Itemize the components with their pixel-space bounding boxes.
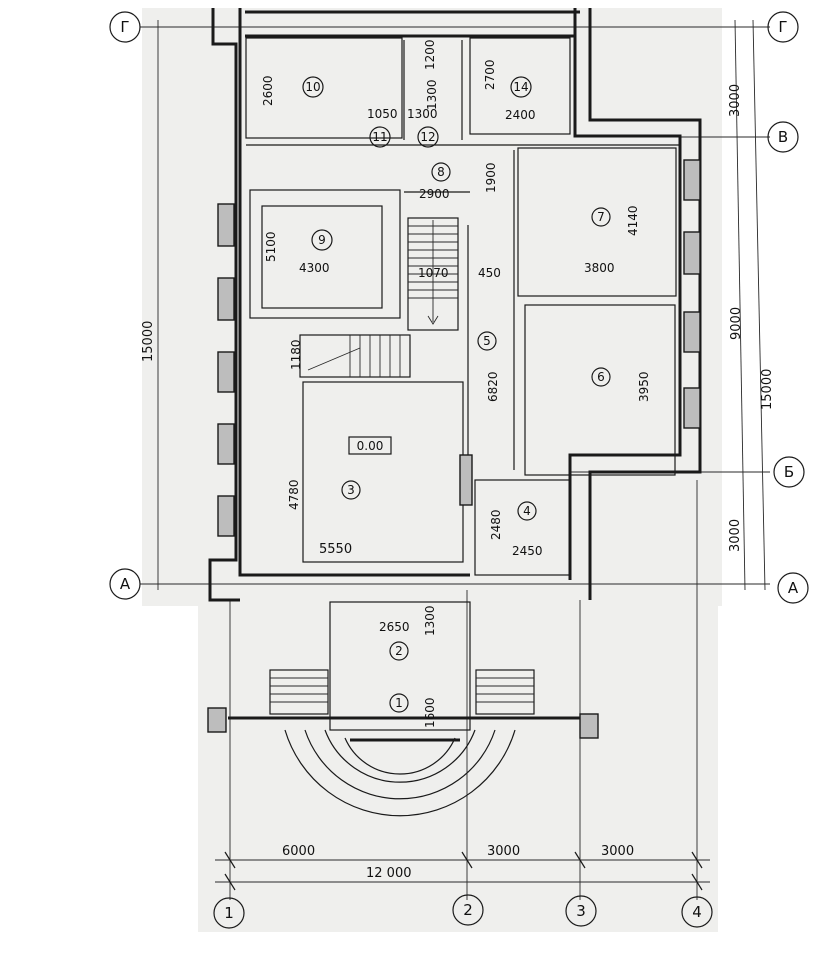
axis-label-a-left: А	[120, 575, 131, 593]
room-label-7: 7	[597, 210, 605, 224]
room-label-11: 11	[372, 130, 387, 144]
dim-room14-width: 2400	[505, 108, 536, 122]
entrance-stairs	[228, 601, 580, 742]
main-staircase	[299, 217, 459, 378]
paper-sheet-lower	[198, 598, 718, 932]
dim-room7-width: 3800	[584, 261, 615, 275]
dim-1600: 1600	[423, 697, 437, 728]
dim-right-3000-bottom: 3000	[728, 519, 743, 552]
dim-1300-b: 1300	[425, 79, 439, 110]
dim-room9-width: 4300	[299, 261, 330, 275]
dim-room14-depth: 2700	[483, 59, 497, 90]
dim-2650: 2650	[379, 620, 410, 634]
axis-label-v: В	[778, 128, 788, 146]
dim-room3-width: 5550	[319, 542, 352, 557]
dim-bottom-3000-b: 3000	[601, 844, 634, 859]
room-label-1: 1	[395, 696, 403, 710]
dim-room8-depth: 1900	[484, 162, 498, 193]
axis-label-1: 1	[224, 904, 234, 922]
axis-label-4: 4	[692, 903, 702, 921]
dim-room5-length: 6820	[486, 371, 500, 402]
dim-room10-depth: 2600	[261, 75, 275, 106]
dim-right-total: 15000	[760, 369, 775, 410]
dim-1050: 1050	[367, 107, 398, 121]
room-label-14: 14	[513, 80, 528, 94]
dim-room4-width: 2450	[512, 544, 543, 558]
axis-label-2: 2	[463, 901, 473, 919]
axis-label-g-right: Г	[778, 18, 787, 36]
dim-1070: 1070	[418, 266, 449, 280]
dim-1200: 1200	[423, 39, 437, 70]
room-label-3: 3	[347, 483, 355, 497]
axis-label-3: 3	[576, 902, 586, 920]
room-label-10: 10	[305, 80, 320, 94]
room-label-6: 6	[597, 370, 605, 384]
room-label-9: 9	[318, 233, 326, 247]
dim-left-total: 15000	[141, 321, 156, 362]
window-piers	[207, 159, 701, 739]
dim-room3-depth: 4780	[287, 479, 301, 510]
dim-right-9000: 9000	[729, 307, 744, 340]
axis-bubbles: Г Г В Б А А 1 2 3 4	[109, 11, 809, 929]
level-mark: 0.00	[357, 439, 384, 453]
dim-450: 450	[478, 266, 501, 280]
axis-label-b: Б	[784, 463, 794, 481]
dim-room7-depth: 4140	[626, 205, 640, 236]
dim-room9-depth: 5100	[264, 231, 278, 262]
dim-1180: 1180	[289, 339, 303, 370]
room-label-8: 8	[437, 165, 445, 179]
dim-right-3000-top: 3000	[728, 84, 743, 117]
axis-label-a-right: А	[788, 579, 799, 597]
dim-bottom-3000-a: 3000	[487, 844, 520, 859]
room-label-4: 4	[523, 504, 531, 518]
room-label-5: 5	[483, 334, 491, 348]
axis-label-g-left: Г	[120, 18, 129, 36]
room-label-12: 12	[420, 130, 435, 144]
dim-room8-width: 2900	[419, 187, 450, 201]
dim-room6-depth: 3950	[637, 371, 651, 402]
dim-bottom-6000: 6000	[282, 844, 315, 859]
dimension-labels: 6000 3000 3000 12 000 15000 15000 3000 9…	[141, 39, 775, 881]
room-markers: 1 2 3 4 5 6 7 8 9 10 11 12 14	[302, 76, 611, 713]
porch-steps	[284, 729, 516, 817]
dim-1300-a: 1300	[407, 107, 438, 121]
level-mark-box	[348, 436, 392, 455]
room-label-2: 2	[395, 644, 403, 658]
dim-room4-depth: 2480	[489, 509, 503, 540]
dim-1300-c: 1300	[423, 605, 437, 636]
outer-walls	[208, 8, 702, 602]
interior-walls	[245, 37, 680, 576]
dim-bottom-total: 12 000	[366, 866, 412, 881]
axis-grid	[140, 19, 770, 900]
